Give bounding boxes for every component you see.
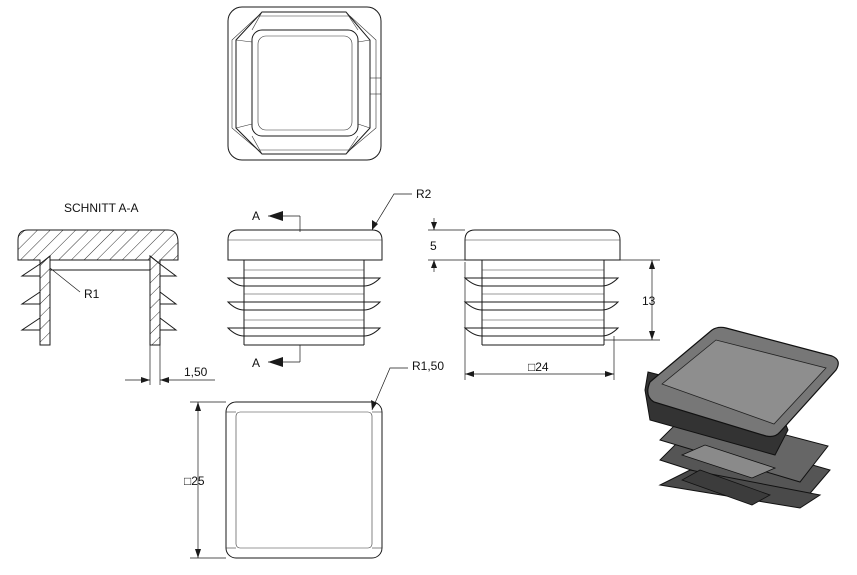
bottom-view: R1,50 □25 <box>184 359 444 559</box>
section-title: SCHNITT A-A <box>64 201 138 215</box>
body-height-label: 13 <box>642 294 656 308</box>
width-label: □24 <box>528 360 549 374</box>
cut-label-top: A <box>252 209 260 223</box>
top-view <box>227 6 382 161</box>
front-fins <box>226 269 382 337</box>
wall-thickness-label: 1,50 <box>184 365 208 379</box>
front-view: A A R2 <box>226 187 432 370</box>
size-label: □25 <box>184 474 205 488</box>
cut-label-bottom: A <box>252 356 260 370</box>
iso-view <box>644 326 839 509</box>
section-view: SCHNITT A-A R1 1,50 <box>17 201 215 385</box>
section-radius-label: R1 <box>84 287 100 301</box>
side-fins <box>463 269 620 337</box>
bottom-radius-label: R1,50 <box>412 359 444 373</box>
side-view: 5 13 □24 <box>428 218 660 380</box>
cap-height-label: 5 <box>430 239 437 253</box>
front-radius-label: R2 <box>416 187 432 201</box>
